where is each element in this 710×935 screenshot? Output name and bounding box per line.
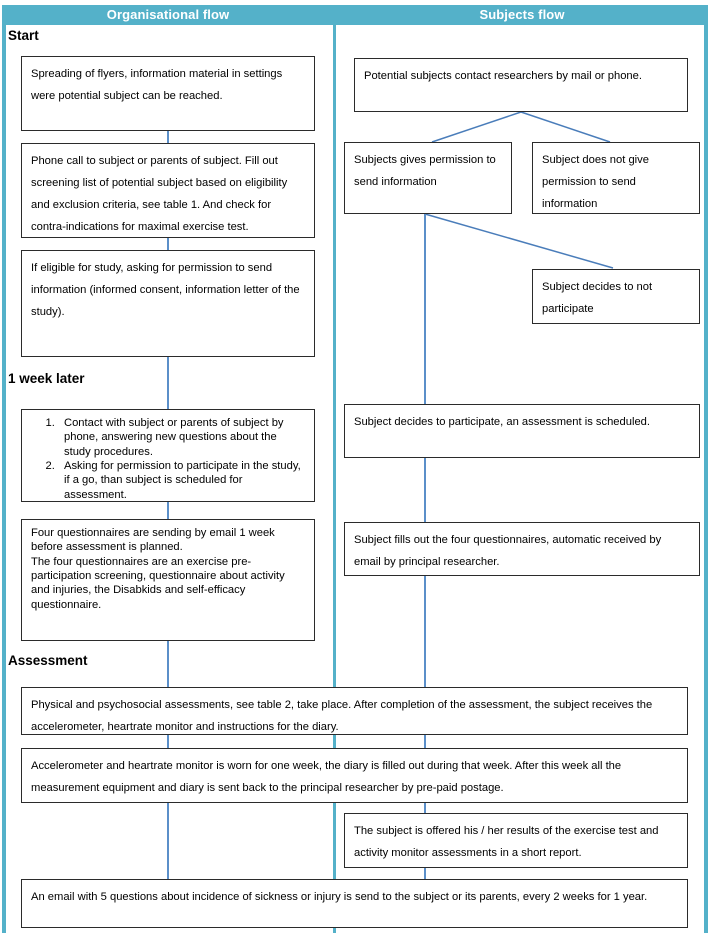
connector-org-4-to-5 (167, 502, 169, 519)
box-org-phone-call-screening[interactable]: Phone call to subject or parents of subj… (21, 143, 315, 238)
box-sub-no-permission[interactable]: Subject does not give permission to send… (532, 142, 700, 214)
header-bar (2, 5, 708, 25)
box-sub-not-participate[interactable]: Subject decides to not participate (532, 269, 700, 324)
connector-permission-to-participate (424, 214, 426, 404)
column-divider (333, 22, 336, 933)
box-shared-assessments[interactable]: Physical and psychosocial assessments, s… (21, 687, 688, 735)
box-shared-accelerometer-week[interactable]: Accelerometer and heartrate monitor is w… (21, 748, 688, 803)
connector-right-shared-1-to-2 (424, 735, 426, 748)
box-org-spreading-flyers[interactable]: Spreading of flyers, information materia… (21, 56, 315, 131)
connector-org-3-to-4 (167, 357, 169, 409)
connector-right-shared-2-to-report (424, 803, 426, 813)
section-heading-one-week-later: 1 week later (8, 371, 85, 386)
box-sub-decides-participate[interactable]: Subject decides to participate, an asses… (344, 404, 700, 458)
box-sub-gives-permission[interactable]: Subjects gives permission to send inform… (344, 142, 512, 214)
section-heading-start: Start (8, 28, 39, 43)
connector-participate-to-questionnaires (424, 458, 426, 522)
connector-shared-1-to-2 (167, 735, 169, 748)
connector-org-2-to-3 (167, 238, 169, 250)
frame-left-border (2, 5, 6, 933)
box-sub-potential-contact[interactable]: Potential subjects contact researchers b… (354, 58, 688, 112)
frame-right-border (704, 5, 708, 933)
list-item: Contact with subject or parents of subje… (58, 416, 305, 459)
connector-org-5-to-assessment (167, 641, 169, 687)
box-org-four-questionnaires[interactable]: Four questionnaires are sending by email… (21, 519, 315, 641)
connector-report-to-followup (424, 868, 426, 879)
section-heading-assessment: Assessment (8, 653, 88, 668)
branch-to-permission-no (520, 111, 611, 143)
branch-to-not-participate (424, 213, 614, 269)
box-sub-offered-results[interactable]: The subject is offered his / her results… (344, 813, 688, 868)
list-item: Asking for permission to participate in … (58, 459, 305, 502)
branch-to-permission-yes (431, 111, 522, 143)
connector-shared-2-to-3 (167, 803, 169, 879)
box-sub-fills-questionnaires[interactable]: Subject fills out the four questionnaire… (344, 522, 700, 576)
connector-org-1-to-2 (167, 131, 169, 143)
connector-questionnaires-to-assessment (424, 576, 426, 687)
box-shared-followup-email[interactable]: An email with 5 questions about incidenc… (21, 879, 688, 928)
header-subjects-flow: Subjects flow (479, 7, 565, 22)
box-org-contact-and-participation[interactable]: Contact with subject or parents of subje… (21, 409, 315, 502)
header-organisational-flow: Organisational flow (106, 7, 230, 22)
box-org-eligible-permission[interactable]: If eligible for study, asking for permis… (21, 250, 315, 357)
